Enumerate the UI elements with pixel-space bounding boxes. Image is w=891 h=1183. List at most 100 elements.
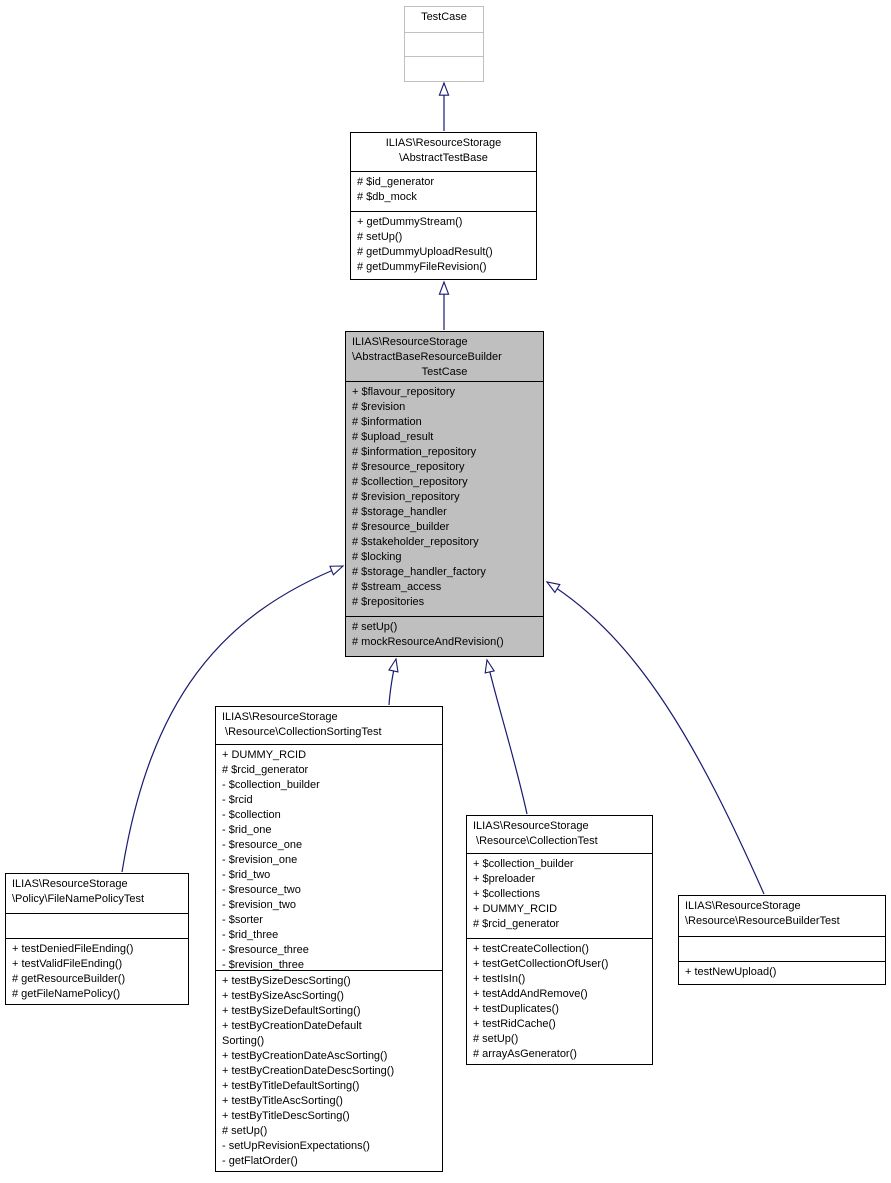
member-line: + testDeniedFileEnding() bbox=[12, 943, 134, 956]
class-title: TestCase bbox=[405, 7, 483, 32]
class-attributes bbox=[6, 913, 188, 938]
member-line: - $resource_two bbox=[222, 883, 301, 896]
member-line: # $collection_repository bbox=[352, 476, 468, 488]
member-line: # $stream_access bbox=[352, 581, 442, 593]
class-node-abstract-base-resource-builder-test-case[interactable]: ILIAS\ResourceStorage \AbstractBaseResour… bbox=[345, 331, 544, 657]
class-title-line: ILIAS\ResourceStorage bbox=[352, 336, 468, 348]
member-line: + testByTitleDescSorting() bbox=[222, 1109, 350, 1122]
class-title-line: TestCase bbox=[421, 366, 468, 378]
member-line: # getDummyFileRevision() bbox=[357, 261, 487, 273]
class-node-testcase[interactable]: TestCase bbox=[404, 6, 484, 82]
class-attributes: + $collection_builder + $preloader + $coll… bbox=[467, 852, 652, 938]
member-line: # $storage_handler_factory bbox=[352, 566, 486, 578]
class-attributes: + $flavour_repository# $revision# $infor… bbox=[346, 381, 543, 616]
class-title-line: TestCase bbox=[421, 11, 467, 23]
member-line: + $collection_builder bbox=[473, 857, 574, 870]
member-line: # getDummyUploadResult() bbox=[357, 246, 493, 258]
member-line: # $information_repository bbox=[352, 446, 477, 458]
member-line: + testByCreationDateAscSorting() bbox=[222, 1049, 388, 1062]
member-line: - $rid_two bbox=[222, 868, 271, 881]
member-line: - $revision_three bbox=[222, 958, 304, 970]
member-line: - $rid_one bbox=[222, 823, 272, 836]
class-methods: + testNewUpload() bbox=[679, 961, 885, 984]
member-line: + testBySizeAscSorting() bbox=[222, 989, 344, 1002]
class-title-line: ILIAS\ResourceStorage bbox=[222, 711, 338, 723]
member-line: + testNewUpload() bbox=[685, 966, 777, 978]
member-line: - $rcid bbox=[222, 793, 253, 806]
class-attributes bbox=[679, 936, 885, 961]
class-title-line: ILIAS\ResourceStorage bbox=[385, 137, 502, 149]
member-line: Sorting() bbox=[222, 1034, 265, 1047]
class-title-line: \AbstractTestBase bbox=[399, 152, 488, 164]
class-methods: + testCreateCollection() + testGetCollect… bbox=[467, 938, 652, 1064]
member-line: - $collection_builder bbox=[222, 778, 320, 791]
member-line: + testByTitleAscSorting() bbox=[222, 1094, 343, 1107]
member-line: + testByTitleDefaultSorting() bbox=[222, 1079, 360, 1092]
class-attributes: # $id_generator # $db_mock bbox=[351, 171, 536, 211]
member-line: + testDuplicates() bbox=[473, 1003, 559, 1016]
member-line: + $collections bbox=[473, 887, 540, 900]
member-line: # getFileNamePolicy() bbox=[12, 988, 121, 1001]
inheritance-arrow-collection-test bbox=[484, 658, 528, 815]
member-line: # $rcid_generator bbox=[222, 763, 309, 776]
member-line: # mockResourceAndRevision() bbox=[352, 636, 504, 648]
class-title: ILIAS\ResourceStorage \Resource\ResourceB… bbox=[679, 896, 885, 936]
class-title-line: \Resource\CollectionSortingTest bbox=[222, 726, 382, 738]
member-line: - $sorter bbox=[222, 913, 263, 926]
member-line: + $preloader bbox=[473, 872, 536, 885]
member-line: # $repositories bbox=[352, 596, 425, 608]
member-line: # $revision bbox=[352, 401, 406, 413]
member-line: + testByCreationDateDescSorting() bbox=[222, 1064, 395, 1077]
member-line: # $information bbox=[352, 416, 422, 428]
member-line: # setUp() bbox=[222, 1124, 268, 1137]
member-line: + getDummyStream() bbox=[357, 216, 463, 228]
member-line: + DUMMY_RCID bbox=[222, 748, 307, 761]
member-line: - setUpRevisionExpectations() bbox=[222, 1139, 370, 1152]
class-title-line: \Resource\ResourceBuilderTest bbox=[685, 915, 840, 927]
member-line: + testBySizeDescSorting() bbox=[222, 974, 351, 987]
member-line: # getResourceBuilder() bbox=[12, 973, 126, 986]
class-methods: + testDeniedFileEnding() + testValidFileE… bbox=[6, 938, 188, 1004]
class-node-collection-sorting-test[interactable]: ILIAS\ResourceStorage \Resource\Collecti… bbox=[215, 706, 443, 1172]
class-methods: # setUp() # mockResourceAndRevision() bbox=[346, 616, 543, 656]
member-line: + DUMMY_RCID bbox=[473, 902, 558, 915]
class-node-file-name-policy-test[interactable]: ILIAS\ResourceStorage\Policy\FileNamePol… bbox=[5, 873, 189, 1005]
class-node-collection-test[interactable]: ILIAS\ResourceStorage \Resource\Collecti… bbox=[466, 815, 653, 1065]
member-line: # setUp() bbox=[357, 231, 403, 243]
member-line: - $resource_one bbox=[222, 838, 303, 851]
class-title: ILIAS\ResourceStorage \AbstractTestBase bbox=[351, 133, 536, 171]
class-attributes: + DUMMY_RCID # $rcid_generator - $collecti… bbox=[216, 743, 442, 970]
class-methods: + getDummyStream() # setUp() # getDummyUpl… bbox=[351, 211, 536, 279]
class-methods bbox=[405, 56, 483, 81]
member-line: # setUp() bbox=[352, 621, 398, 633]
class-title-line: ILIAS\ResourceStorage bbox=[473, 820, 589, 832]
class-node-abstract-test-base[interactable]: ILIAS\ResourceStorage \AbstractTestBase #… bbox=[350, 132, 537, 280]
class-title: ILIAS\ResourceStorage \AbstractBaseResour… bbox=[346, 332, 543, 381]
member-line: + testRidCache() bbox=[473, 1018, 556, 1031]
member-line: + testCreateCollection() bbox=[473, 943, 589, 956]
member-line: # $stakeholder_repository bbox=[352, 536, 479, 548]
member-line: # $storage_handler bbox=[352, 506, 447, 518]
member-line: - $revision_two bbox=[222, 898, 296, 911]
member-line: - $collection bbox=[222, 808, 281, 821]
member-line: - getFlatOrder() bbox=[222, 1154, 298, 1167]
class-title: ILIAS\ResourceStorage \Resource\Collecti… bbox=[467, 816, 652, 853]
member-line: + testValidFileEnding() bbox=[12, 958, 123, 971]
member-line: + testByCreationDateDefault bbox=[222, 1019, 362, 1032]
class-title: ILIAS\ResourceStorage\Policy\FileNamePol… bbox=[6, 874, 188, 913]
class-title: ILIAS\ResourceStorage \Resource\Collecti… bbox=[216, 707, 442, 744]
inheritance-arrow-collection-sorting-test bbox=[388, 657, 399, 706]
member-line: + testAddAndRemove() bbox=[473, 988, 588, 1001]
class-node-resource-builder-test[interactable]: ILIAS\ResourceStorage \Resource\ResourceB… bbox=[678, 895, 886, 985]
class-title-line: \AbstractBaseResourceBuilder bbox=[352, 351, 502, 363]
member-line: # $db_mock bbox=[357, 191, 417, 203]
class-title-line: ILIAS\ResourceStorage bbox=[685, 900, 801, 912]
member-line: + testBySizeDefaultSorting() bbox=[222, 1004, 361, 1017]
member-line: + testGetCollectionOfUser() bbox=[473, 958, 609, 971]
member-line: # $upload_result bbox=[352, 431, 434, 443]
class-methods: + testBySizeDescSorting() + testBySizeAsc… bbox=[216, 969, 442, 1171]
member-line: # $id_generator bbox=[357, 176, 435, 188]
member-line: # $rcid_generator bbox=[473, 917, 560, 930]
member-line: - $rid_three bbox=[222, 928, 279, 941]
